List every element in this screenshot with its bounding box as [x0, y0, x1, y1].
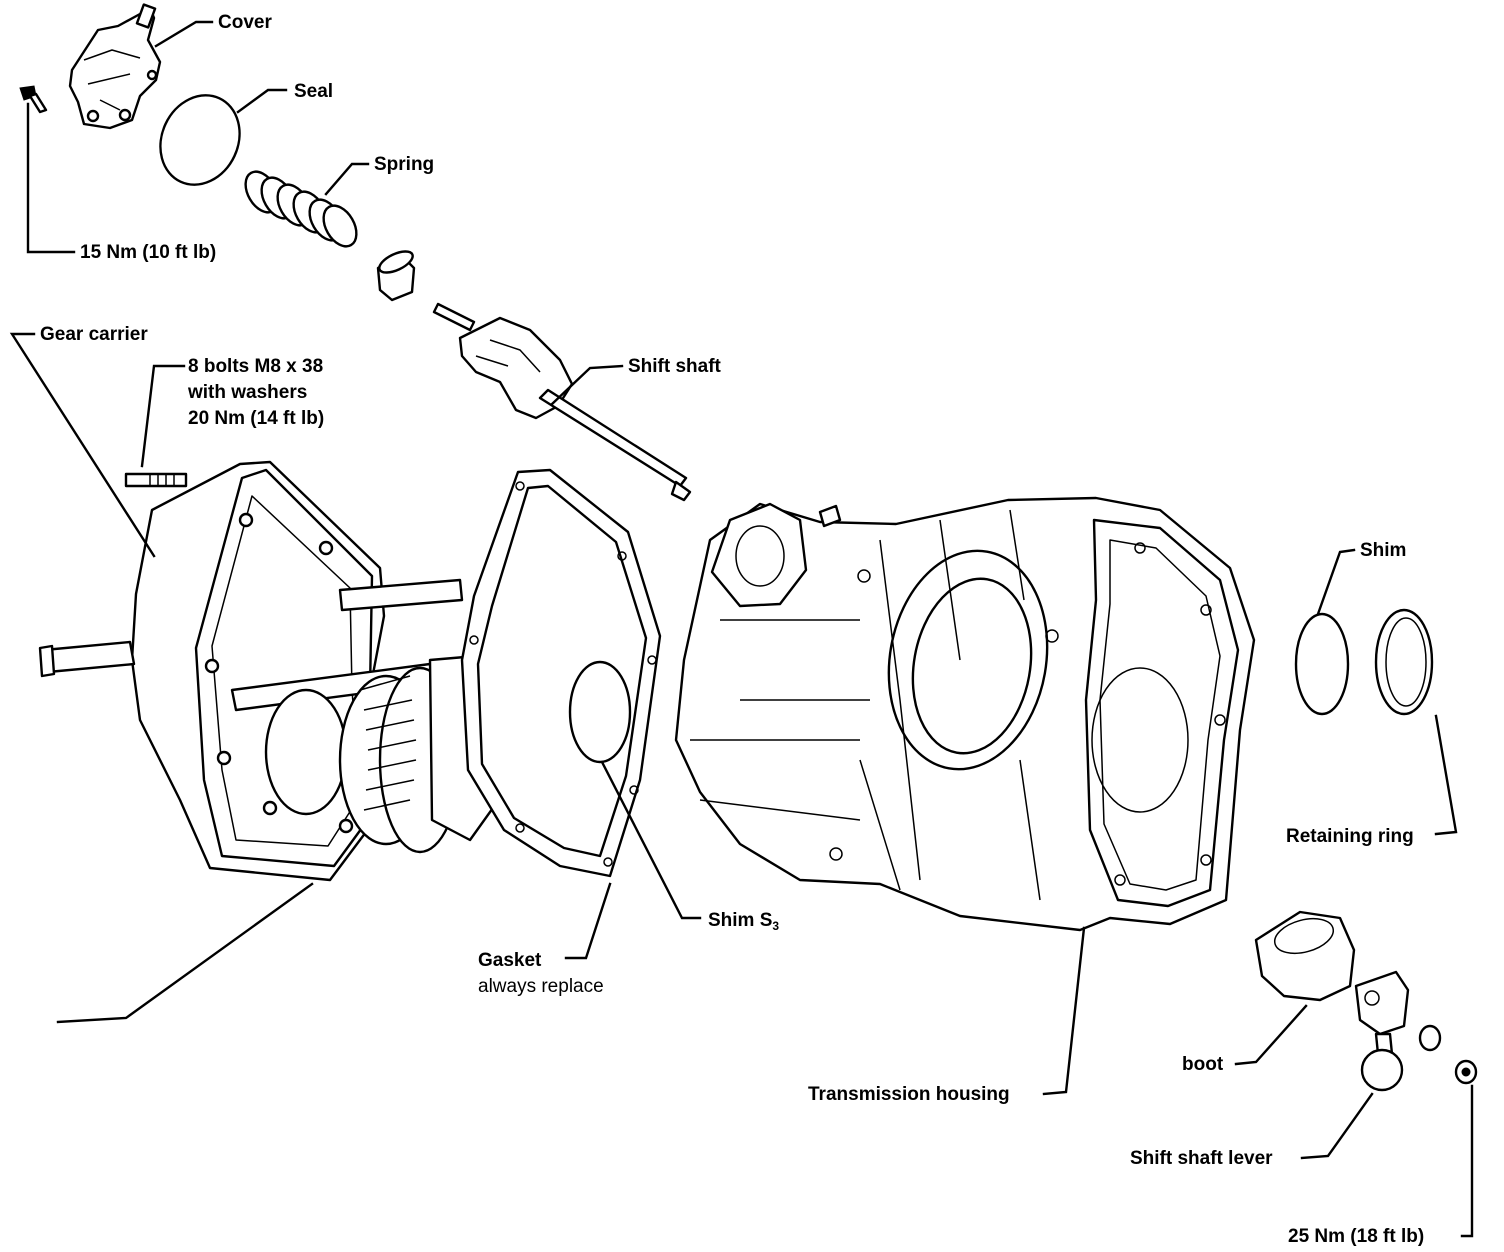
cover-part [68, 3, 162, 130]
shim-ring [1294, 612, 1350, 716]
label-shift-shaft-lever: Shift shaft lever [1130, 1148, 1273, 1169]
leader-shift-shaft [550, 364, 624, 406]
leader-torque-lever [1460, 1084, 1474, 1238]
label-torque-cover: 15 Nm (10 ft lb) [80, 242, 216, 263]
label-bolts-line1: 8 bolts M8 x 38 [188, 356, 323, 377]
label-shim: Shim [1360, 540, 1406, 561]
shift-shaft-lever-part [1354, 970, 1410, 1092]
leader-seal [236, 88, 288, 114]
boot-part [1254, 910, 1356, 1002]
leader-boot [1234, 1004, 1308, 1066]
leader-shift-shaft-lever [1300, 1092, 1374, 1160]
spring-part [244, 170, 358, 248]
leader-bolts [140, 364, 186, 468]
leader-gasket [564, 882, 612, 960]
shim-s3-ring [568, 660, 632, 764]
label-cover: Cover [218, 12, 272, 33]
leader-shim-s3 [600, 760, 702, 920]
label-gasket-note: always replace [478, 976, 604, 997]
label-shim-s3-subscript: 3 [772, 919, 779, 933]
label-shim-s3-main: Shim S [708, 910, 772, 931]
nut-part [1454, 1059, 1478, 1085]
label-gasket: Gasket [478, 950, 542, 971]
transmission-housing-part [674, 496, 1256, 932]
label-shim-s3: Shim S3 [708, 910, 779, 933]
label-spring: Spring [374, 154, 434, 175]
label-shift-shaft: Shift shaft [628, 356, 722, 377]
leader-retaining-ring [1434, 714, 1458, 836]
label-torque-lever: 25 Nm (18 ft lb) [1288, 1226, 1424, 1247]
leader-shim [1316, 548, 1356, 616]
label-bolts-line2: with washers [187, 382, 307, 403]
label-bolts-line3: 20 Nm (14 ft lb) [188, 408, 324, 429]
leader-cover [154, 20, 214, 48]
label-transmission-housing: Transmission housing [808, 1084, 1010, 1105]
leader-torque-cover [26, 102, 76, 254]
leader-spring [324, 162, 370, 196]
leader-carrier-bottom [56, 882, 314, 1024]
label-gear-carrier: Gear carrier [40, 324, 148, 345]
leader-transmission-housing [1042, 926, 1086, 1096]
shift-shaft-part [432, 302, 692, 502]
seal-ring [159, 94, 241, 186]
retaining-ring-part [1374, 608, 1434, 716]
label-boot: boot [1182, 1054, 1224, 1075]
washer-part [1418, 1024, 1442, 1052]
label-retaining-ring: Retaining ring [1286, 826, 1414, 847]
leader-gear-carrier [9, 332, 156, 558]
label-seal: Seal [294, 81, 333, 102]
cover-bolt [19, 85, 48, 114]
carrier-bolt [124, 472, 188, 488]
plunger-bushing [376, 250, 416, 302]
